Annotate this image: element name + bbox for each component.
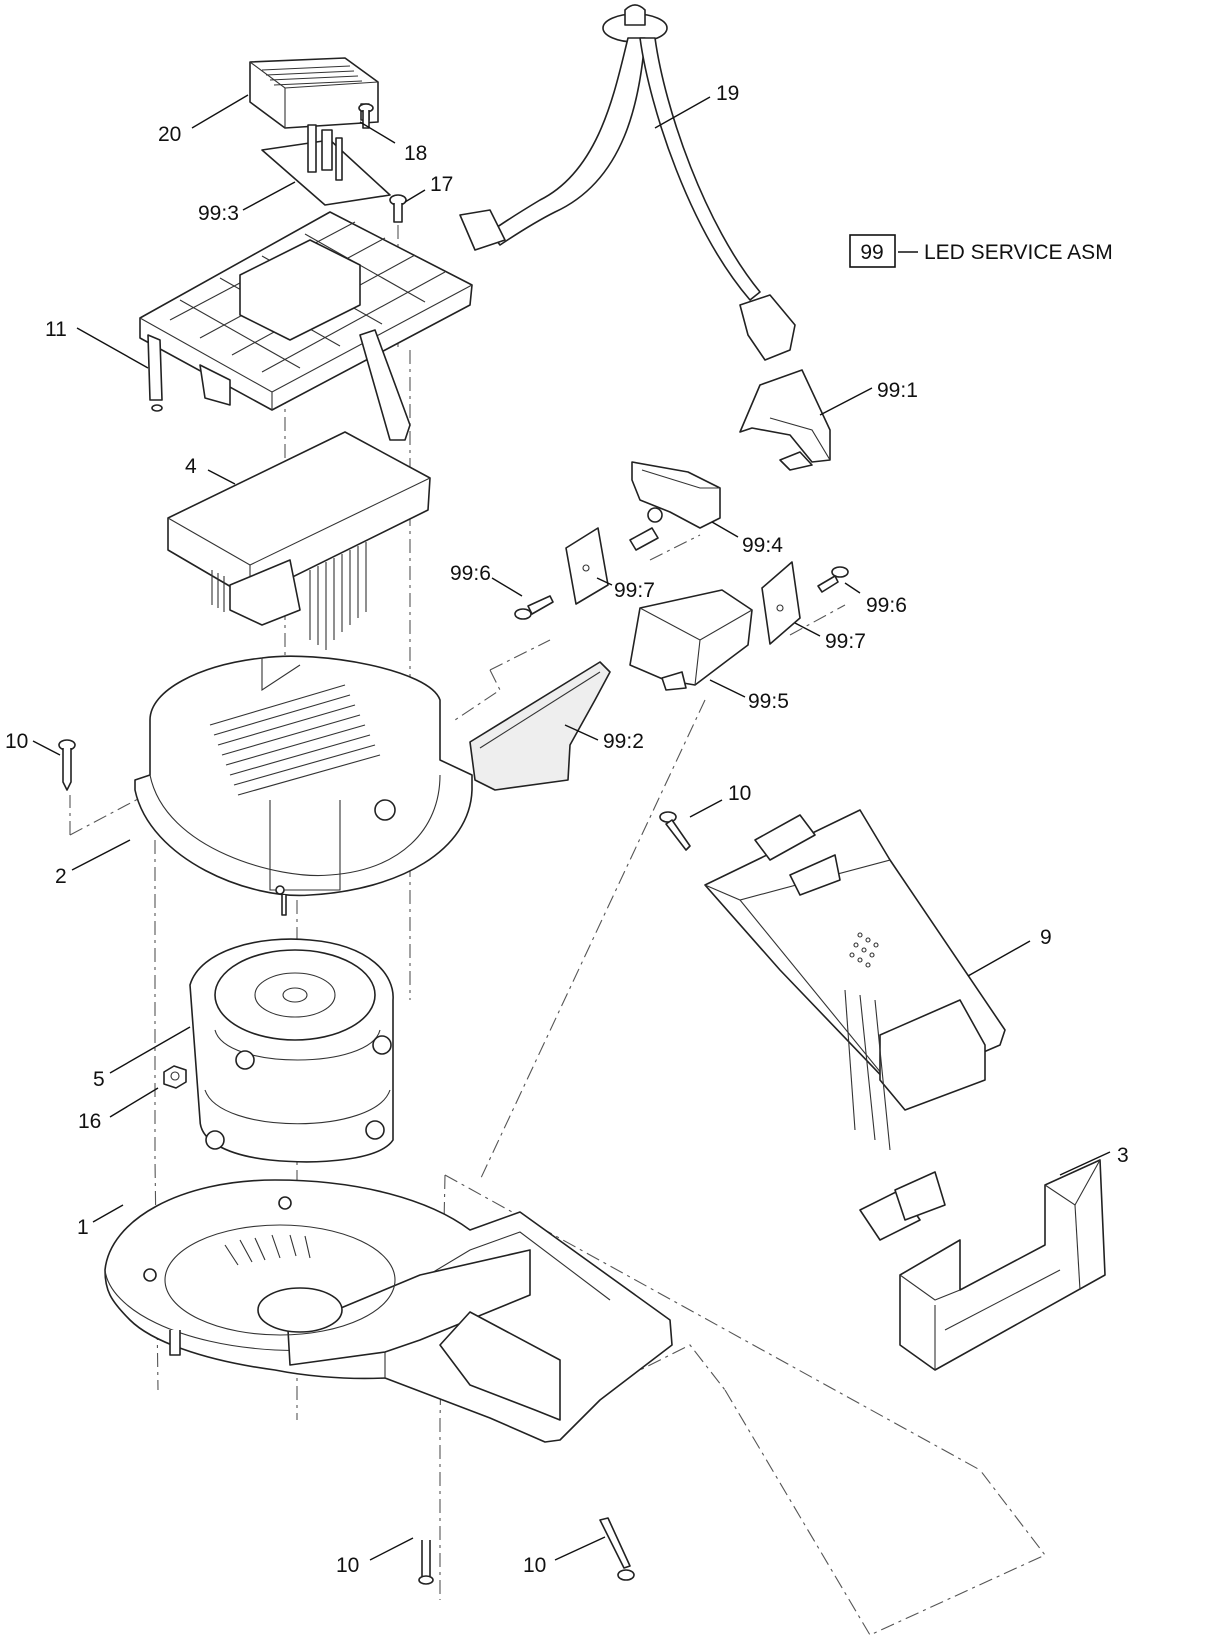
part-3-cradle [899, 1159, 1106, 1371]
part-10-screw-right [659, 811, 691, 851]
callout-99-3: 99:3 [198, 202, 239, 225]
leader-lines [32, 94, 1111, 1561]
legend-code: 99 [860, 241, 883, 264]
callout-99-5: 99:5 [748, 690, 789, 713]
part-16-nut [163, 1065, 187, 1089]
part-99-1-cover-cap [739, 369, 831, 471]
part-9-power-supply [704, 809, 1006, 1241]
part-18-screw [358, 103, 374, 129]
part-99-2-lens [469, 661, 611, 791]
part-99-4-led-holder [629, 461, 721, 551]
part-11-bracket [139, 211, 473, 441]
part-17-screw [389, 194, 407, 223]
part-99-5-lens-housing [629, 589, 753, 691]
part-99-6-screw-a [514, 595, 554, 620]
callout-16: 16 [78, 1110, 101, 1133]
legend-code-box [849, 234, 896, 268]
part-4-control-module [167, 431, 431, 650]
callout-10-left: 10 [5, 730, 28, 753]
part-10-screw-bottom-a [418, 1540, 434, 1585]
callout-4: 4 [185, 455, 197, 478]
callout-20: 20 [158, 123, 181, 146]
part-5-motor [189, 938, 394, 1163]
callout-labels: 20 18 19 17 99:3 11 4 99:1 99:4 99:6 99:… [5, 82, 1129, 1577]
callout-2: 2 [55, 865, 67, 888]
part-99-6-screw-b [817, 566, 849, 593]
part-20-cover [249, 57, 379, 129]
callout-18: 18 [404, 142, 427, 165]
part-19-wire-harness [459, 4, 796, 361]
callout-99-7-right: 99:7 [825, 630, 866, 653]
callout-99-7-left: 99:7 [614, 579, 655, 602]
callout-10-bottom-a: 10 [336, 1554, 359, 1577]
part-99-7-plate-a [565, 527, 609, 605]
part-99-7-plate-b [761, 561, 801, 645]
part-99-3-led-board [261, 124, 391, 206]
callout-99-4: 99:4 [742, 534, 783, 557]
callout-10-bottom-b: 10 [523, 1554, 546, 1577]
callout-3: 3 [1117, 1144, 1129, 1167]
part-2-motor-cover [134, 655, 473, 916]
callout-5: 5 [93, 1068, 105, 1091]
part-10-screw-left [58, 739, 76, 791]
callout-1: 1 [77, 1216, 89, 1239]
callout-99-6-left: 99:6 [450, 562, 491, 585]
callout-99-6-right: 99:6 [866, 594, 907, 617]
callout-99-2: 99:2 [603, 730, 644, 753]
callout-19: 19 [716, 82, 739, 105]
callout-9: 9 [1040, 926, 1052, 949]
part-1-base [104, 1179, 673, 1443]
legend-text: LED SERVICE ASM [924, 241, 1113, 264]
callout-10-right: 10 [728, 782, 751, 805]
part-10-screw-bottom-b [599, 1517, 635, 1581]
callout-11: 11 [45, 318, 67, 341]
callout-99-1: 99:1 [877, 379, 918, 402]
legend: 99 LED SERVICE ASM [849, 234, 1113, 268]
callout-17: 17 [430, 173, 453, 196]
